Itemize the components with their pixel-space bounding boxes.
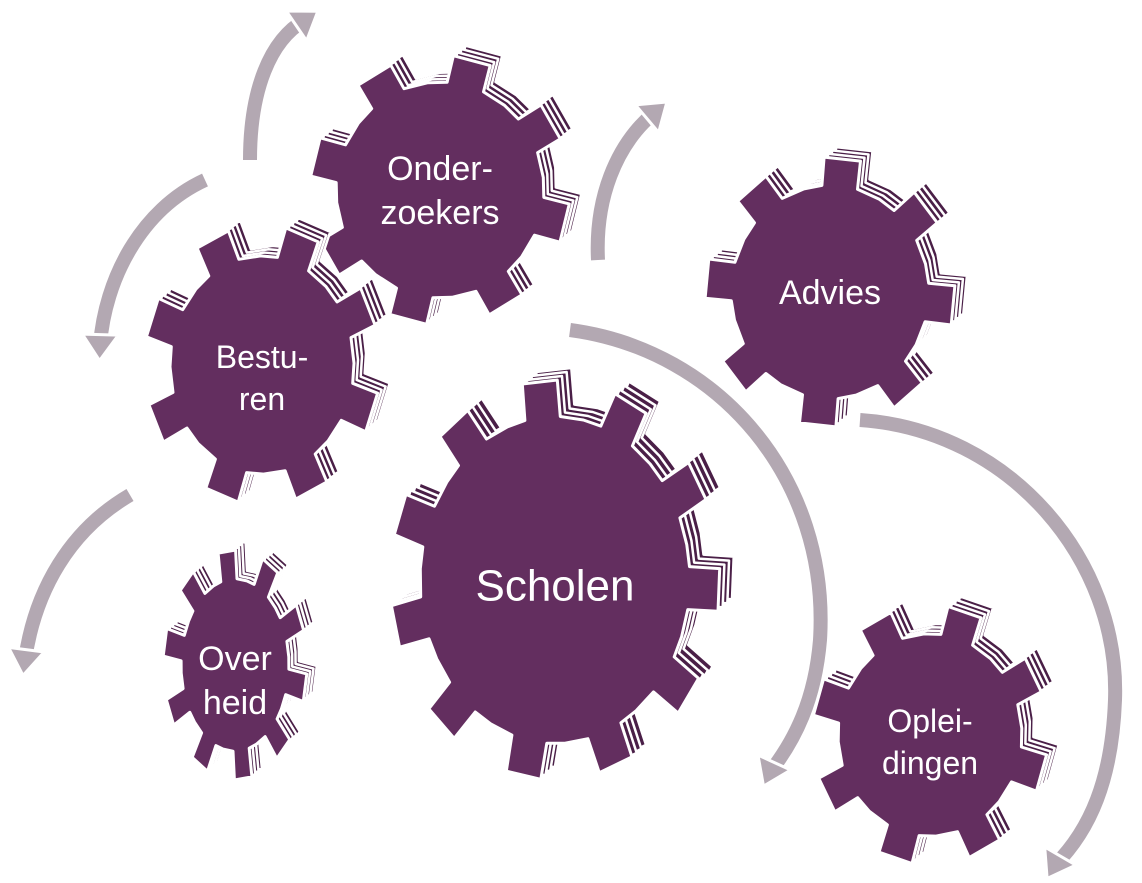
gear-label-scholen-line-0: Scholen xyxy=(475,561,634,610)
gear-overheid xyxy=(161,540,319,782)
arrow-overheid-down-head xyxy=(5,645,48,679)
gear-opleidingen xyxy=(811,595,1060,865)
arrow-advies-up-shaft xyxy=(590,106,660,261)
gear-advies xyxy=(703,145,969,429)
gear-overheid-face xyxy=(161,548,309,782)
arrow-advies-to-opleidingen-head xyxy=(1042,844,1080,881)
arrow-besturen-down xyxy=(79,170,210,364)
arrow-to-onderzoekers-shaft xyxy=(243,13,309,161)
gear-label-besturen-line-0: Bestu- xyxy=(216,339,308,375)
gear-label-overheid-line-1: heid xyxy=(203,684,267,722)
gear-advies-face xyxy=(703,155,957,429)
arrow-advies-up xyxy=(587,100,669,261)
arrow-scholen-to-opleidingen-head xyxy=(755,752,794,789)
gear-label-onderzoekers-line-0: Onder- xyxy=(387,150,493,188)
gear-label-advies-line-0: Advies xyxy=(779,274,881,312)
arrow-to-onderzoekers-head xyxy=(283,9,321,44)
gear-scholen-face xyxy=(389,378,722,781)
arrow-advies-up-head xyxy=(632,100,669,136)
gear-onderzoekers xyxy=(309,44,583,326)
gear-label-opleidingen-line-1: dingen xyxy=(882,745,978,781)
arrow-scholen-to-opleidingen xyxy=(568,320,831,789)
gear-onderzoekers-face xyxy=(309,54,571,326)
arrow-besturen-down-head xyxy=(79,332,122,364)
gear-label-opleidingen-line-0: Oplei- xyxy=(887,703,972,739)
arrow-besturen-down-shaft xyxy=(93,173,209,346)
arrow-to-onderzoekers xyxy=(240,9,321,161)
gear-besturen-face xyxy=(144,226,380,504)
arrow-overheid-down-outline xyxy=(15,486,136,662)
gear-besturen xyxy=(144,216,391,504)
gear-scholen xyxy=(389,366,735,781)
arrow-advies-to-opleidingen xyxy=(859,410,1126,881)
arrow-scholen-to-opleidingen-shaft xyxy=(569,323,828,777)
gear-label-onderzoekers-line-1: zoekers xyxy=(380,194,499,232)
arrow-layer xyxy=(5,9,1126,881)
arrow-overheid-down xyxy=(5,486,136,679)
arrow-advies-to-opleidingen-shaft xyxy=(859,413,1123,870)
gear-label-besturen-line-1: ren xyxy=(239,381,285,417)
gear-label-overheid-line-0: Over xyxy=(198,640,272,678)
arrow-overheid-down-shaft xyxy=(18,488,134,661)
gear-opleidingen-face xyxy=(811,605,1049,865)
gear-layer xyxy=(144,44,1060,865)
